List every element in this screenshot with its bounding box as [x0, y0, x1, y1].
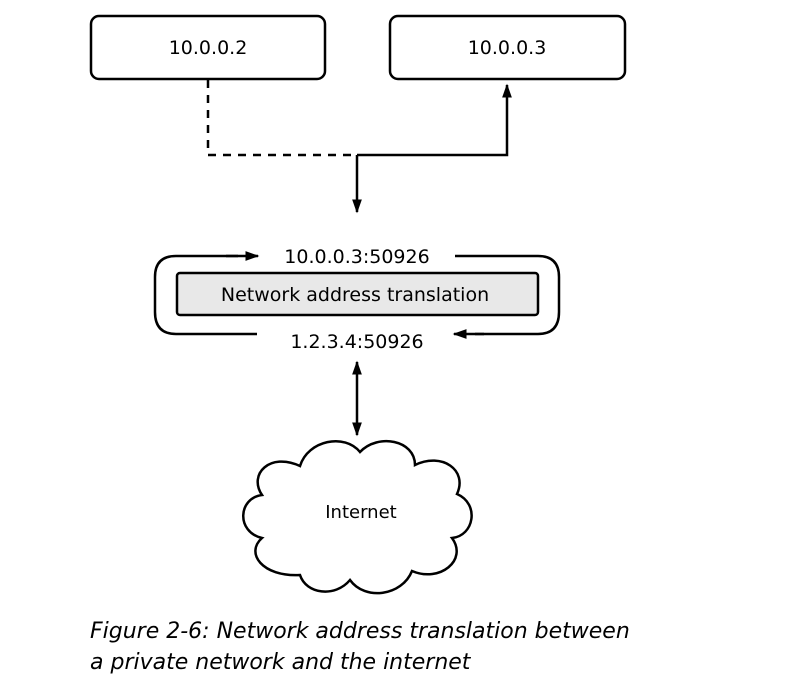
dashed-connector-10-0-0-2 [206, 80, 357, 157]
solid-connector-10-0-0-3 [357, 83, 512, 157]
cloud-icon [242, 439, 473, 595]
host-label-10-0-0-2: 10.0.0.2 [169, 37, 248, 59]
caption-line-1: Figure 2-6: Network address translation … [90, 619, 630, 644]
nat-inbound-address: 10.0.0.3:50926 [284, 246, 429, 268]
nat-outbound-address: 1.2.3.4:50926 [290, 331, 423, 353]
host-box-10-0-0-3: 10.0.0.3 [388, 14, 627, 81]
nat-box: Network address translation [175, 271, 540, 317]
cloud-label: Internet [325, 502, 396, 523]
figure-caption: Figure 2-6: Network address translation … [90, 616, 790, 678]
nat-label: Network address translation [221, 284, 489, 306]
nat-loop-frame [153, 254, 561, 336]
host-box-10-0-0-2: 10.0.0.2 [89, 14, 327, 81]
internet-cloud: Internet [242, 439, 473, 595]
host-label-10-0-0-3: 10.0.0.3 [468, 37, 547, 59]
caption-line-2: a private network and the internet [90, 650, 471, 675]
